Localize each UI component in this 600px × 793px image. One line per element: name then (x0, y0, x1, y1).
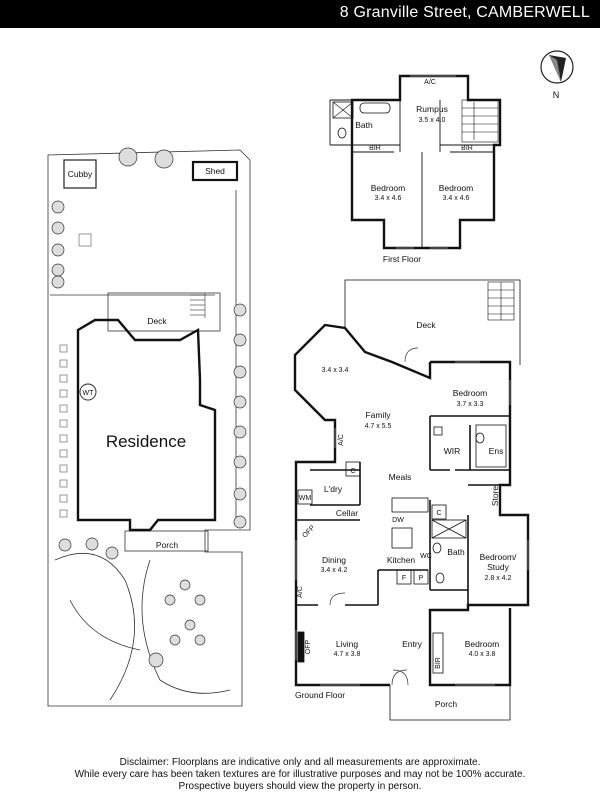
ff-bedroom-right-size: 3.4 x 4.6 (443, 195, 470, 202)
entry-label: Entry (402, 639, 423, 649)
fridge-label: F (402, 575, 406, 582)
cubby-label: Cubby (68, 169, 93, 179)
laundry-label: L'dry (324, 484, 343, 494)
site-plan (47, 149, 251, 707)
ff-bir-right-label: BIR (461, 145, 473, 152)
front-bedroom-name: Bedroom (465, 639, 500, 649)
dishwasher-label: DW (392, 517, 404, 524)
north-compass-icon (540, 50, 574, 84)
living-size: 4.7 x 3.8 (334, 651, 361, 658)
site-porch-label: Porch (156, 540, 178, 550)
water-tank-label: WT (83, 390, 95, 397)
kitchen-cupboard-label: C (436, 510, 441, 517)
compass-north-label: N (553, 90, 560, 100)
residence-footprint (76, 318, 217, 532)
laundry-cupboard-label: C (350, 468, 355, 475)
dining-size: 3.4 x 4.2 (321, 567, 348, 574)
ff-ac-label: A/C (424, 79, 436, 86)
disclaimer-line-2: While every care has been taken textures… (74, 769, 526, 780)
living-name: Living (336, 639, 358, 649)
water-tank-icon (79, 383, 97, 401)
cubby-structure (63, 159, 97, 189)
gf-deck-label: Deck (416, 320, 436, 330)
header-bar: 8 Granville Street, CAMBERWELL (0, 0, 600, 28)
ff-bedroom-right-name: Bedroom (439, 183, 474, 193)
family-ac-label: A/C (338, 434, 345, 446)
ff-bedroom-left-name: Bedroom (371, 183, 406, 193)
site-deck-label: Deck (147, 316, 167, 326)
main-bedroom-name: Bedroom (453, 388, 488, 398)
gf-bir-label: BIR (435, 657, 442, 669)
bay-size: 3.4 x 3.4 (322, 367, 349, 374)
ff-bedroom-left-size: 3.4 x 4.6 (375, 195, 402, 202)
bedroom-study-line2: Study (487, 562, 509, 572)
main-bedroom-size: 3.7 x 3.3 (457, 401, 484, 408)
gf-porch-label: Porch (435, 699, 457, 709)
bedroom-study-line1: Bedroom/ (480, 552, 517, 562)
store-label: Store (490, 486, 500, 507)
rumpus-size: 3.5 x 4.0 (419, 117, 446, 124)
family-name: Family (365, 410, 391, 420)
gf-bath-label: Bath (447, 547, 465, 557)
wir-label: WIR (444, 446, 461, 456)
shed-structure (191, 160, 239, 182)
front-bedroom-size: 4.0 x 3.8 (469, 651, 496, 658)
kitchen-label: Kitchen (387, 555, 416, 565)
first-floor-plan (329, 74, 502, 250)
dining-name: Dining (322, 555, 346, 565)
meals-label: Meals (389, 472, 412, 482)
rumpus-name: Rumpus (416, 104, 448, 114)
ground-floor-plan (293, 279, 530, 721)
residence-label: Residence (106, 432, 186, 451)
pantry-label: P (419, 575, 424, 582)
ff-bath-label: Bath (355, 120, 373, 130)
disclaimer-line-1: Disclaimer: Floorplans are indicative on… (119, 757, 481, 768)
living-ofp-label: OFP (305, 639, 312, 654)
ensuite-label: Ens (489, 446, 504, 456)
wc-label: WC (420, 553, 432, 560)
family-size: 4.7 x 5.5 (365, 423, 392, 430)
shed-label: Shed (205, 166, 225, 176)
disclaimer-line-3: Prospective buyers should view the prope… (178, 781, 422, 792)
bedroom-study-size: 2.8 x 4.2 (485, 575, 512, 582)
dining-ac-label: A/C (297, 586, 304, 598)
planter-icon (59, 233, 92, 518)
tree-icon (51, 147, 247, 668)
washing-machine-label: WM (299, 495, 312, 502)
ff-bir-left-label: BIR (369, 145, 381, 152)
cellar-label: Cellar (336, 508, 358, 518)
dining-ofp-label: OFP (301, 524, 316, 539)
ground-floor-caption: Ground Floor (295, 690, 345, 700)
property-address: 8 Granville Street, CAMBERWELL (339, 4, 590, 21)
first-floor-caption: First Floor (383, 254, 421, 264)
